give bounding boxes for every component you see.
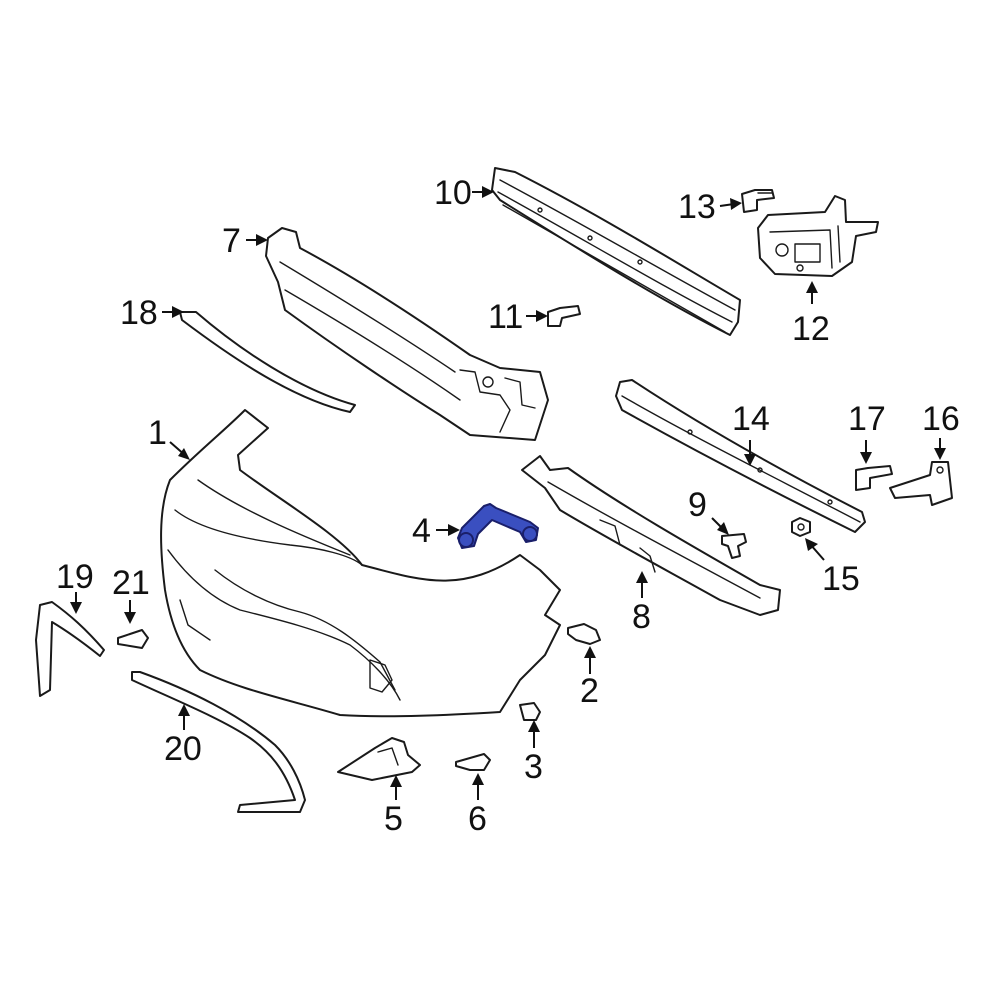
part-16-bracket — [889, 461, 953, 506]
callout-11: 11 — [488, 298, 523, 336]
callout-15: 15 — [822, 560, 860, 598]
part-15-nut — [791, 517, 811, 537]
callout-14: 14 — [732, 400, 770, 438]
callout-8: 8 — [632, 598, 651, 636]
callout-6: 6 — [468, 800, 487, 838]
callout-7: 7 — [222, 222, 241, 260]
callout-2: 2 — [580, 672, 599, 710]
callout-16: 16 — [922, 400, 960, 438]
part-3-clip — [519, 702, 541, 721]
part-17-bolt — [855, 465, 893, 491]
part-6-screw — [455, 753, 491, 771]
callout-labels: 1 2 3 4 5 6 7 8 9 10 — [56, 174, 960, 838]
part-14-lower-reinforcement — [615, 379, 866, 533]
part-7-energy-absorber — [265, 227, 549, 441]
part-10-reinforcement — [491, 167, 741, 336]
part-12-bracket — [757, 195, 879, 277]
callout-3: 3 — [524, 748, 543, 786]
callout-9: 9 — [688, 486, 707, 524]
callout-18: 18 — [120, 294, 158, 332]
part-21-fastener — [117, 629, 149, 649]
callout-13: 13 — [678, 188, 716, 226]
part-8-lower-absorber — [521, 455, 781, 616]
part-5-bracket — [337, 737, 421, 781]
part-11-bolt — [547, 305, 581, 327]
part-19-trim — [35, 601, 105, 697]
callout-20: 20 — [164, 730, 202, 768]
callout-5: 5 — [384, 800, 403, 838]
callout-1: 1 — [148, 414, 167, 452]
part-20-lower-trim — [131, 671, 306, 813]
part-2-clip — [567, 623, 601, 645]
callout-12: 12 — [792, 310, 830, 348]
part-13-bolt — [741, 189, 775, 213]
part-1-bumper-cover — [160, 409, 561, 718]
callout-17: 17 — [848, 400, 886, 438]
part-18-molding — [179, 311, 356, 413]
callout-10: 10 — [434, 174, 472, 212]
callout-21: 21 — [112, 564, 150, 602]
callout-4: 4 — [412, 512, 431, 550]
part-4-highlighted-bracket — [457, 503, 539, 549]
part-9-clip — [721, 533, 747, 559]
callout-19: 19 — [56, 558, 94, 596]
